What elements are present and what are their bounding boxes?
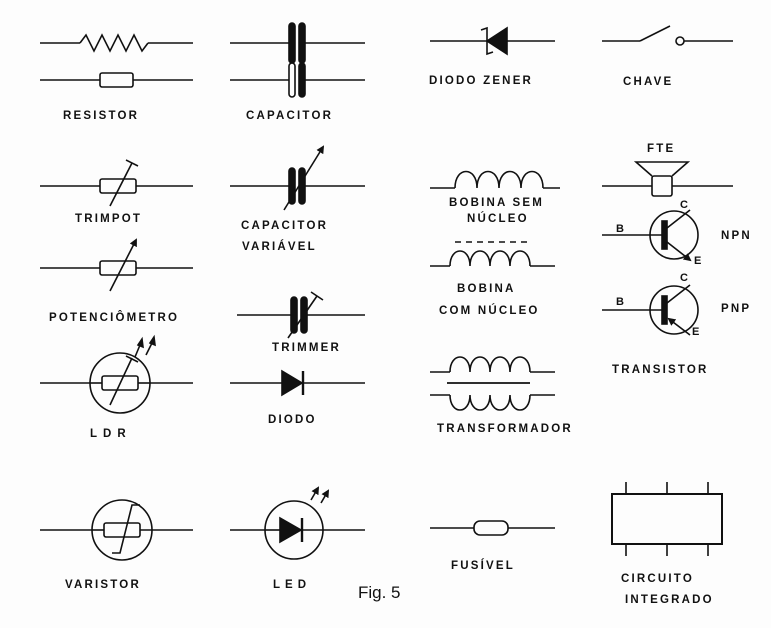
label-bobina-sem-nucleo-line1: BOBINA SEM [449, 197, 545, 209]
label-transformador: TRANSFORMADOR [437, 423, 573, 435]
label-npn-base: B [616, 223, 625, 235]
transistor-pnp-symbol [602, 284, 699, 336]
label-fte: FTE [647, 143, 676, 155]
ldr-symbol [40, 334, 193, 414]
capacitor-polarized-symbol [230, 62, 365, 98]
resistor-zigzag-symbol [40, 33, 193, 53]
resistor-box-symbol [40, 72, 193, 88]
varistor-symbol [40, 499, 193, 561]
trimmer-symbol [237, 291, 365, 339]
label-pnp-base: B [616, 296, 625, 308]
label-npn-emitter: E [694, 255, 702, 267]
led-symbol [230, 486, 365, 560]
label-potenciometro: POTENCIÔMETRO [49, 312, 180, 324]
capacitor-symbol [230, 22, 365, 64]
label-varistor: VARISTOR [65, 579, 141, 591]
label-pnp: PNP [721, 303, 752, 315]
transistor-npn-symbol [602, 209, 699, 262]
diode-symbol [230, 369, 365, 397]
label-npn: NPN [721, 230, 752, 242]
label-pnp-collector: C [680, 272, 689, 284]
switch-symbol [602, 25, 733, 46]
fuse-symbol [430, 520, 555, 536]
integrated-circuit-symbol [611, 482, 723, 556]
label-npn-collector: C [680, 199, 689, 211]
label-trimpot: TRIMPOT [75, 213, 143, 225]
label-ldr: LDR [90, 428, 132, 440]
label-capacitor-variavel-line1: CAPACITOR [241, 220, 329, 232]
label-diodo-zener: DIODO ZENER [429, 75, 534, 87]
transformer-symbol [430, 356, 555, 411]
label-capacitor-variavel-line2: VARIÁVEL [242, 241, 317, 253]
variable-capacitor-symbol [230, 145, 365, 211]
speaker-symbol [602, 161, 733, 197]
label-bobina-com-nucleo-line2: COM NÚCLEO [439, 305, 540, 317]
label-chave: CHAVE [623, 76, 674, 88]
label-resistor: RESISTOR [63, 110, 140, 122]
label-fusivel: FUSÍVEL [451, 560, 515, 572]
label-capacitor: CAPACITOR [246, 110, 334, 122]
trimpot-symbol [40, 159, 193, 207]
label-trimmer: TRIMMER [272, 342, 342, 354]
label-led: LED [273, 579, 311, 591]
zener-diode-symbol [430, 26, 555, 56]
label-diodo: DIODO [268, 414, 317, 426]
potentiometer-symbol [40, 238, 193, 292]
coil-iron-core-symbol [430, 250, 555, 267]
label-bobina-sem-nucleo-line2: NÚCLEO [467, 213, 529, 225]
label-pnp-emitter: E [692, 326, 700, 338]
label-transistor: TRANSISTOR [612, 364, 709, 376]
label-circuito-integrado-line1: CIRCUITO [621, 573, 694, 585]
coil-air-core-symbol [430, 170, 560, 189]
figure-caption: Fig. 5 [358, 583, 401, 602]
label-circuito-integrado-line2: INTEGRADO [625, 594, 714, 606]
label-bobina-com-nucleo-line1: BOBINA [457, 283, 516, 295]
